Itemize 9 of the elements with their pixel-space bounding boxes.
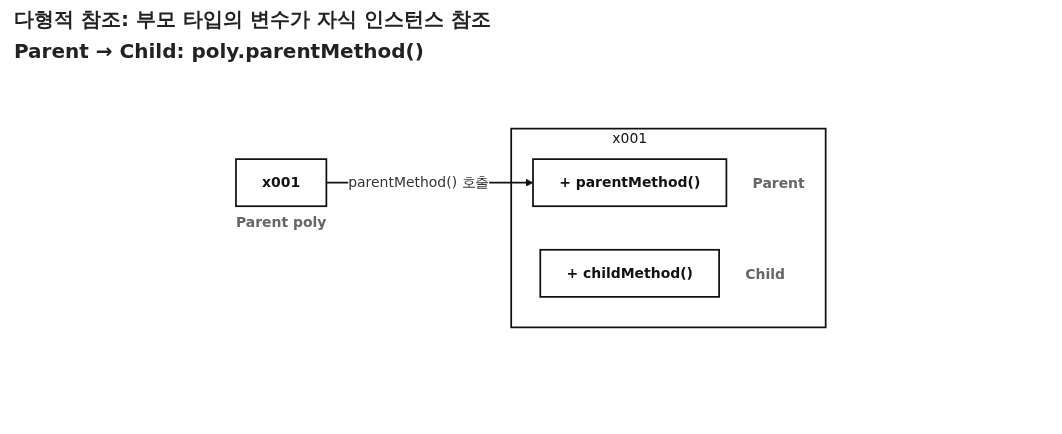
subtitle: Parent → Child: poly.parentMethod() (14, 39, 425, 63)
node-box: x001 (235, 158, 328, 208)
title: 다형적 참조: 부모 타입의 변수가 자식 인스턴스 참조 (14, 6, 492, 33)
edge-label: parentMethod() 호출 (348, 173, 490, 191)
node-box: + parentMethod() (532, 158, 728, 208)
node-label: Child (745, 265, 786, 282)
node-label: Parent (752, 174, 805, 191)
node-box: + childMethod() (539, 248, 721, 298)
node-label: Parent poly (236, 214, 327, 231)
